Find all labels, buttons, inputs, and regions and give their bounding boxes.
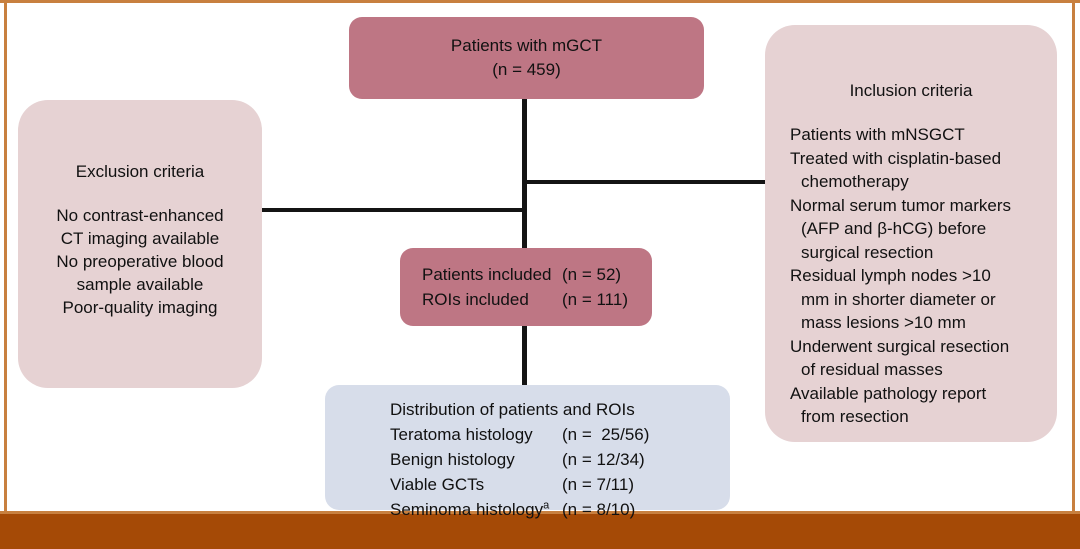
distribution-row-value: (n = 25/56) <box>562 425 650 444</box>
distribution-row-label: Benign histology <box>390 450 515 469</box>
connector-source-to-junction <box>522 98 527 213</box>
inclusion-criteria-line: surgical resection <box>801 242 934 262</box>
exclusion-criteria-line: Poor-quality imaging <box>62 298 218 317</box>
distribution-row: Teratoma histology (n = 25/56) <box>390 422 730 447</box>
distribution-row-label: Viable GCTs <box>390 475 485 494</box>
distribution-row-value: (n = 8/10) <box>562 500 636 519</box>
included-row-value: (n = 52) <box>562 265 622 284</box>
frame-bottom-band <box>0 514 1080 549</box>
distribution-row-label: Seminoma histologya <box>390 499 550 519</box>
included-row-value: (n = 111) <box>562 290 628 309</box>
inclusion-criteria-line: Normal serum tumor markers <box>790 195 1012 215</box>
distribution-rows: Teratoma histology (n = 25/56) Benign hist… <box>390 422 730 522</box>
included-row: ROIs included (n = 111) <box>422 287 652 312</box>
inclusion-criteria-line: mm in shorter diameter or <box>801 289 996 309</box>
inclusion-criteria-line: Available pathology report <box>790 383 987 403</box>
exclusion-criteria-line: CT imaging available <box>60 229 220 248</box>
frame-top-border <box>0 0 1080 3</box>
included-row-label: Patients included <box>422 265 552 284</box>
source-cohort-title: Patients with mGCT <box>450 36 603 55</box>
exclusion-criteria-line: No contrast-enhanced <box>56 206 224 225</box>
frame-left-border <box>4 0 7 514</box>
inclusion-criteria-line: mass lesions >10 mm <box>801 313 966 332</box>
distribution-row-label: Teratoma histology <box>390 425 533 444</box>
distribution-row: Viable GCTs (n = 7/11) <box>390 472 730 497</box>
distribution-row: Seminoma histologya (n = 8/10) <box>390 497 730 522</box>
node-distribution: Distribution of patients and ROIs Terato… <box>325 385 730 519</box>
inclusion-criteria-line: Patients with mNSGCT <box>790 125 965 144</box>
exclusion-criteria-list: No contrast-enhanced CT imaging available… <box>18 204 262 319</box>
connector-junction-to-included <box>522 208 527 250</box>
distribution-heading: Distribution of patients and ROIs <box>390 400 635 419</box>
distribution-row-value: (n = 7/11) <box>562 475 634 494</box>
distribution-row: Benign histology (n = 12/34) <box>390 447 730 472</box>
included-row: Patients included (n = 52) <box>422 262 652 287</box>
distribution-row-footnote-marker: a <box>543 499 550 512</box>
inclusion-criteria-line: (AFP and β-hCG) before <box>801 219 987 238</box>
inclusion-criteria-line: of residual masses <box>801 360 943 379</box>
frame-bottom-rule <box>0 511 1080 514</box>
connector-junction-to-inclusion <box>522 180 767 184</box>
inclusion-criteria-line: chemotherapy <box>801 172 909 191</box>
node-inclusion-criteria: Inclusion criteria Patients with mNSGCT T… <box>765 25 1057 442</box>
inclusion-criteria-line: Underwent surgical resection <box>790 336 1010 356</box>
inclusion-criteria-line: Residual lymph nodes >10 <box>790 266 991 285</box>
exclusion-criteria-line: No preoperative blood <box>56 252 224 271</box>
inclusion-criteria-line: from resection <box>801 407 909 426</box>
node-patients-included: Patients included (n = 52) ROIs included (n… <box>400 248 652 326</box>
source-cohort-count: (n = 459) <box>492 60 561 79</box>
connector-junction-to-exclusion <box>261 208 527 212</box>
distribution-row-value: (n = 12/34) <box>562 450 645 469</box>
exclusion-heading: Exclusion criteria <box>75 162 205 181</box>
frame-right-border <box>1072 0 1075 514</box>
exclusion-criteria-line: sample available <box>76 275 204 294</box>
included-row-label: ROIs included <box>422 290 529 309</box>
inclusion-heading: Inclusion criteria <box>849 81 973 100</box>
inclusion-criteria-list: Patients with mNSGCT Treated with cisplat… <box>765 123 1057 429</box>
node-source-cohort: Patients with mGCT (n = 459) <box>349 17 704 99</box>
inclusion-criteria-line: Treated with cisplatin-based <box>790 148 1002 168</box>
connector-included-to-distribution <box>522 326 527 388</box>
